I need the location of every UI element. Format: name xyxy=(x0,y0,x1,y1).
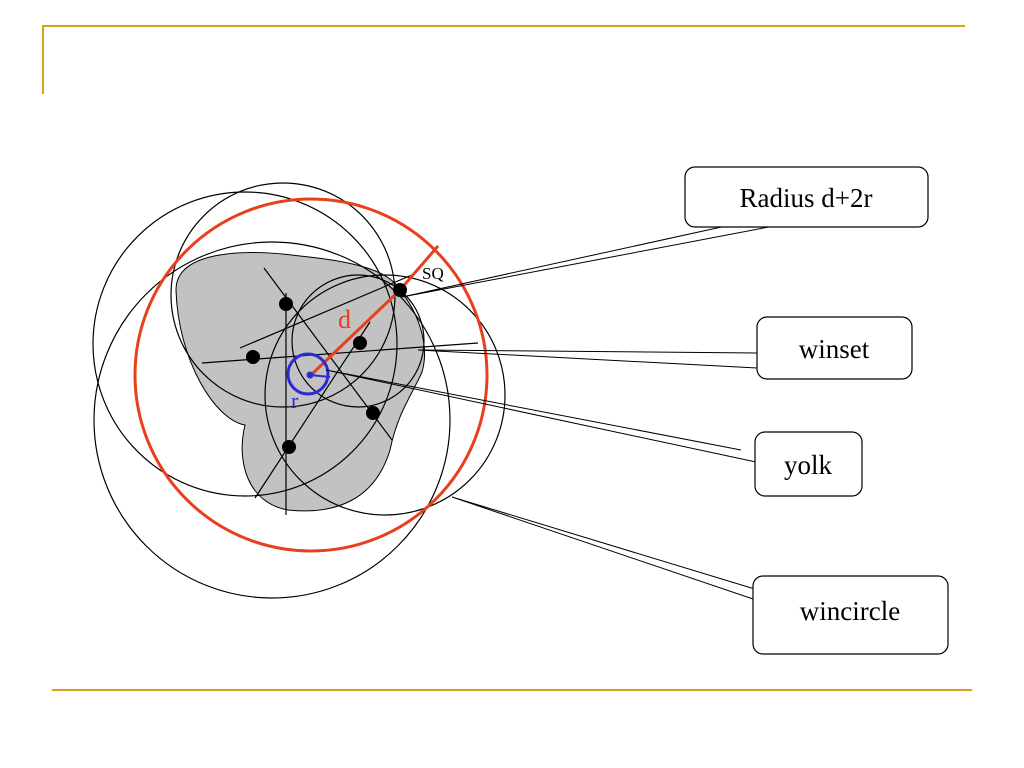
callout-wincircle-text: wincircle xyxy=(800,596,900,626)
yolk-circle xyxy=(286,352,330,396)
yolk-center xyxy=(306,371,314,379)
ideal-point xyxy=(282,440,296,454)
circle-inner-small xyxy=(291,274,425,408)
circle-upper-left xyxy=(92,191,398,497)
radius-circle xyxy=(133,197,489,553)
status-quo-point xyxy=(393,283,407,297)
wincircle xyxy=(93,241,451,599)
yolk-diagram: SQ d r xyxy=(92,182,506,599)
winset-region xyxy=(175,252,426,512)
callout-radius: Radius d+2r xyxy=(684,166,929,228)
callout-winset-text: winset xyxy=(799,334,870,364)
r-label: r xyxy=(291,388,299,413)
winset-leader xyxy=(417,349,758,369)
ideal-point xyxy=(246,350,260,364)
d-label: d xyxy=(338,305,351,334)
sq-label: SQ xyxy=(422,264,444,283)
wincircle-leader xyxy=(451,496,759,601)
d-extension xyxy=(398,245,440,291)
circle-right xyxy=(264,274,506,516)
ideal-point xyxy=(366,406,380,420)
d-line xyxy=(309,288,402,377)
callout-leaders xyxy=(325,225,775,601)
callout-yolk-text: yolk xyxy=(784,450,833,480)
ideal-point xyxy=(353,336,367,350)
callout-winset: winset xyxy=(756,316,913,380)
ideal-point xyxy=(279,297,293,311)
callout-radius-text: Radius d+2r xyxy=(740,183,873,213)
callout-yolk: yolk xyxy=(754,431,863,497)
yolk-leader xyxy=(325,369,757,463)
radius-leader xyxy=(401,225,775,298)
callout-wincircle: wincircle xyxy=(752,575,949,655)
ideal-points xyxy=(246,283,407,454)
